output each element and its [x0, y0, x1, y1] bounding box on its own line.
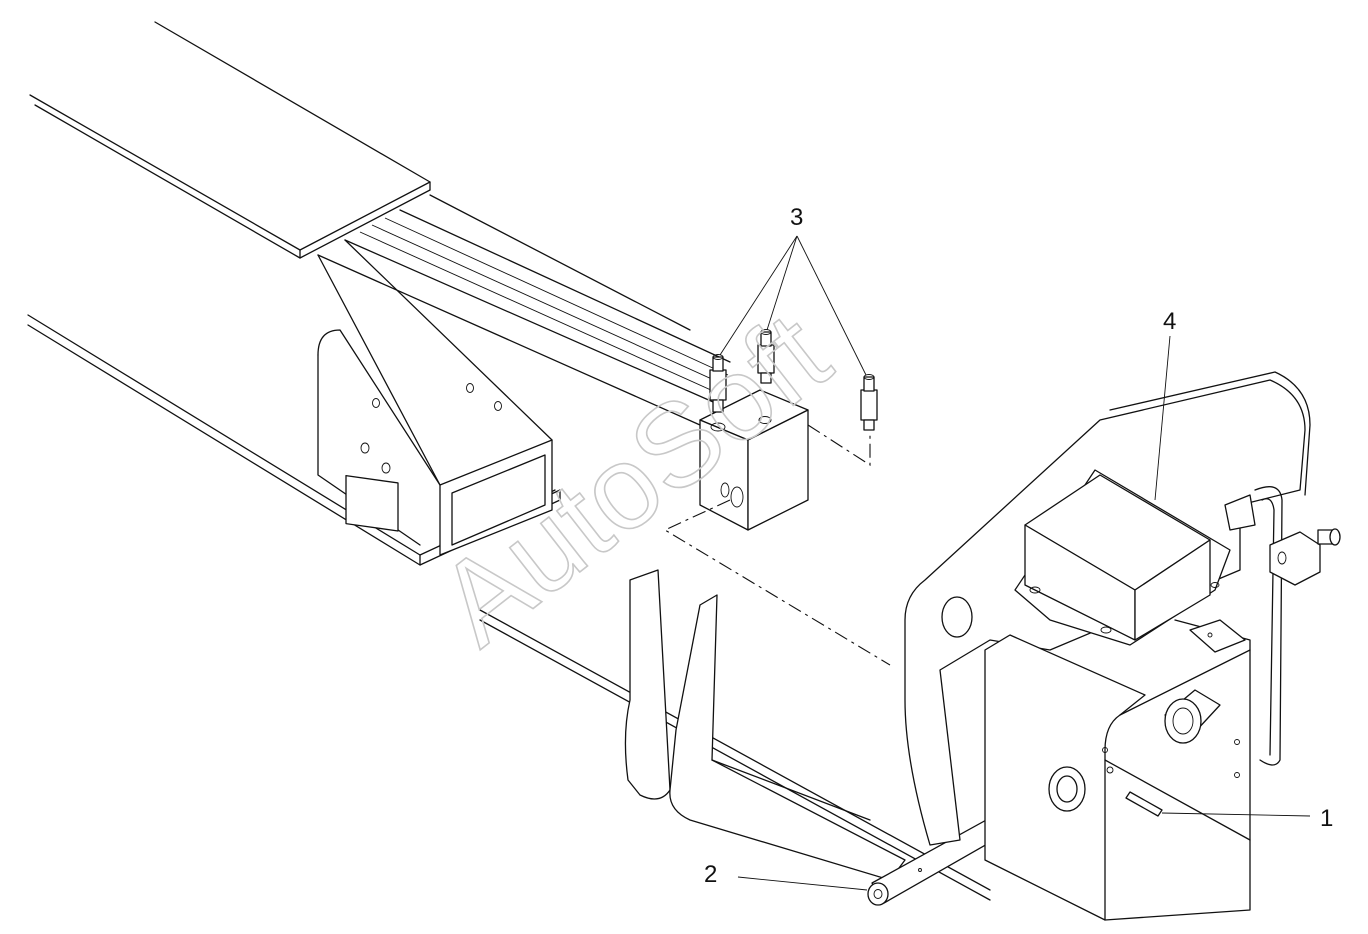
fork-plates [624, 569, 906, 881]
fitting-right [860, 374, 878, 431]
callout-label-1: 1 [1320, 805, 1333, 832]
callout-label-3: 3 [790, 204, 803, 231]
boom-beam [27, 21, 991, 901]
callout-label-4: 4 [1163, 308, 1176, 335]
assembly-axis [663, 499, 891, 666]
callout-leaders [719, 235, 1311, 891]
roll-pin-item-1 [1125, 791, 1163, 817]
callout-label-2: 2 [704, 861, 717, 888]
frame-assembly [904, 371, 1341, 921]
fitting-middle [757, 329, 775, 384]
fitting-left [709, 354, 727, 413]
fittings-item-3 [709, 329, 878, 467]
valve-block [699, 389, 809, 531]
